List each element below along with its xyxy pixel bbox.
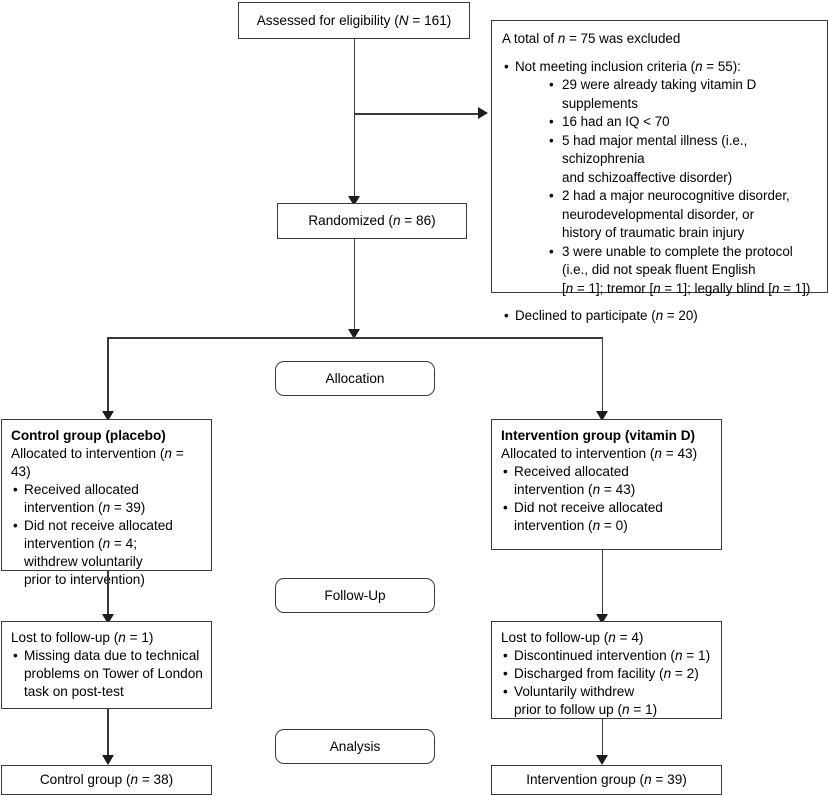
- stage-allocation-box: Allocation: [275, 361, 435, 396]
- excluded-subreason-item: 16 had an IQ < 70: [549, 113, 821, 132]
- stage-analysis-box: Analysis: [275, 729, 435, 764]
- excluded-reason-label: Declined to participate (n = 20): [515, 308, 698, 323]
- allocation-split-bar: [107, 337, 603, 339]
- control-followup-box: Lost to follow-up (n = 1) Missing data d…: [1, 621, 212, 709]
- connector-split-to-control: [107, 337, 109, 419]
- excluded-subreason-item: 29 were already taking vitamin D supplem…: [549, 76, 821, 113]
- control-analysis-label: Control group (n = 38): [39, 772, 174, 788]
- arrowhead-control-followup: [101, 614, 114, 624]
- connector-to-excluded: [354, 113, 482, 115]
- connector-control-followup-to-analysis: [107, 709, 109, 761]
- stage-analysis-label: Analysis: [329, 738, 381, 754]
- arrowhead-split-junction: [348, 329, 360, 339]
- excluded-reason-item: Not meeting inclusion criteria (n = 55):…: [502, 58, 821, 299]
- connector-assessed-to-randomized: [353, 39, 356, 201]
- intervention-allocation-box: Intervention group (vitamin D) Allocated…: [491, 419, 722, 550]
- connector-split-to-intervention: [601, 337, 604, 419]
- arrowhead-control-analysis: [101, 755, 114, 765]
- randomized-label: Randomized (n = 86): [308, 213, 436, 229]
- excluded-subreason-item: 2 had a major neurocognitive disorder,ne…: [549, 187, 821, 243]
- arrowhead-to-control-allocation: [101, 411, 114, 421]
- arrowhead-to-excluded: [478, 107, 488, 119]
- control-analysis-box: Control group (n = 38): [1, 765, 212, 795]
- stage-followup-label: Follow-Up: [324, 587, 386, 603]
- connector-randomized-to-split: [353, 239, 356, 338]
- excluded-reason-item: Declined to participate (n = 20): [502, 307, 821, 326]
- connector-intervention-allocation-to-followup: [601, 550, 604, 622]
- connector-intervention-followup-to-analysis: [601, 719, 604, 761]
- excluded-reason-list: Not meeting inclusion criteria (n = 55):…: [502, 58, 821, 326]
- intervention-followup-bullet: Discharged from facility (n = 2): [501, 665, 713, 683]
- intervention-analysis-label: Intervention group (n = 39): [526, 772, 687, 788]
- randomized-box: Randomized (n = 86): [277, 203, 467, 239]
- excluded-box: A total of n = 75 was excluded Not meeti…: [491, 20, 828, 325]
- arrowhead-intervention-followup: [596, 614, 608, 624]
- arrowhead-to-intervention-allocation: [596, 411, 608, 421]
- arrowhead-to-randomized: [348, 196, 360, 206]
- excluded-reason-label: Not meeting inclusion criteria (n = 55):: [515, 58, 741, 74]
- assessed-for-eligibility-label: Assessed for eligibility (N = 161): [256, 12, 452, 28]
- intervention-followup-title: Lost to follow-up (n = 4): [501, 630, 644, 645]
- control-allocation-title: Control group (placebo): [11, 428, 166, 443]
- intervention-allocation-title: Intervention group (vitamin D): [501, 428, 696, 443]
- stage-allocation-label: Allocation: [325, 370, 385, 386]
- intervention-followup-bullet: Discontinued intervention (n = 1): [501, 647, 713, 665]
- assessed-for-eligibility-box: Assessed for eligibility (N = 161): [238, 2, 470, 39]
- control-allocation-line: Allocated to intervention (n = 43): [11, 445, 184, 479]
- arrowhead-intervention-analysis: [596, 755, 608, 765]
- intervention-followup-bullets: Discontinued intervention (n = 1) Discha…: [501, 647, 713, 719]
- stage-followup-box: Follow-Up: [275, 578, 435, 613]
- excluded-subreason-item: 3 were unable to complete the protocol(i…: [549, 243, 821, 299]
- connector-control-allocation-to-followup: [107, 571, 109, 622]
- intervention-followup-box: Lost to follow-up (n = 4) Discontinued i…: [491, 621, 722, 719]
- excluded-subreason-list: 29 were already taking vitamin D supplem…: [515, 76, 821, 298]
- excluded-subreason-item: 5 had major mental illness (i.e., schizo…: [549, 132, 821, 188]
- control-allocation-box: Control group (placebo) Allocated to int…: [1, 419, 212, 587]
- excluded-heading: A total of n = 75 was excluded: [502, 31, 681, 46]
- control-followup-title: Lost to follow-up (n = 1): [11, 630, 154, 645]
- intervention-allocation-line: Allocated to intervention (n = 43): [501, 445, 698, 461]
- intervention-analysis-box: Intervention group (n = 39): [491, 765, 722, 795]
